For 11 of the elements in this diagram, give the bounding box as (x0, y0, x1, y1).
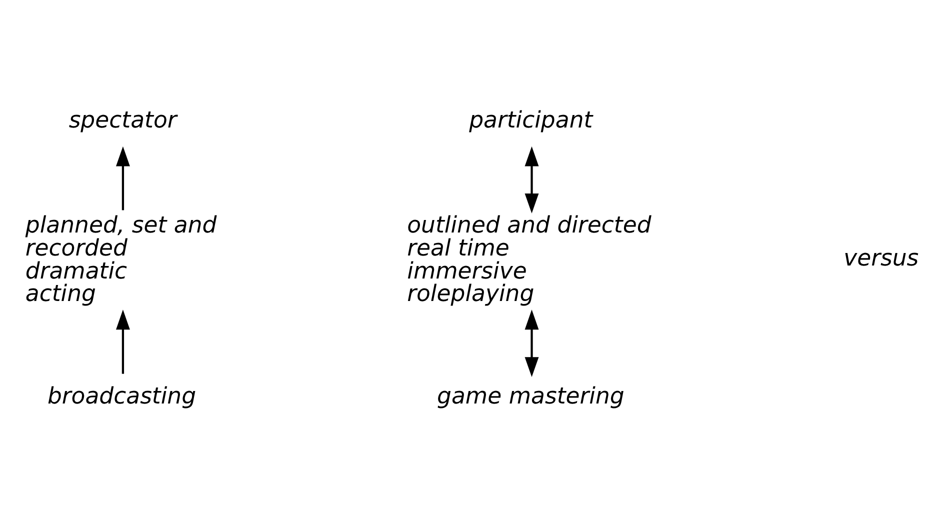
arrow (116, 146, 130, 210)
node-text: participant (469, 106, 593, 133)
arrow (524, 309, 539, 377)
arrow (116, 309, 130, 374)
node-text: planned, set and recorded dramatic acting (25, 212, 217, 307)
node-text: broadcasting (47, 383, 196, 410)
label: versus (844, 244, 919, 271)
node-text: spectator (68, 106, 177, 133)
arrow (524, 146, 539, 213)
node-text: game mastering (437, 383, 624, 410)
node-text: outlined and directed real time immersive roleplaying (407, 212, 652, 307)
